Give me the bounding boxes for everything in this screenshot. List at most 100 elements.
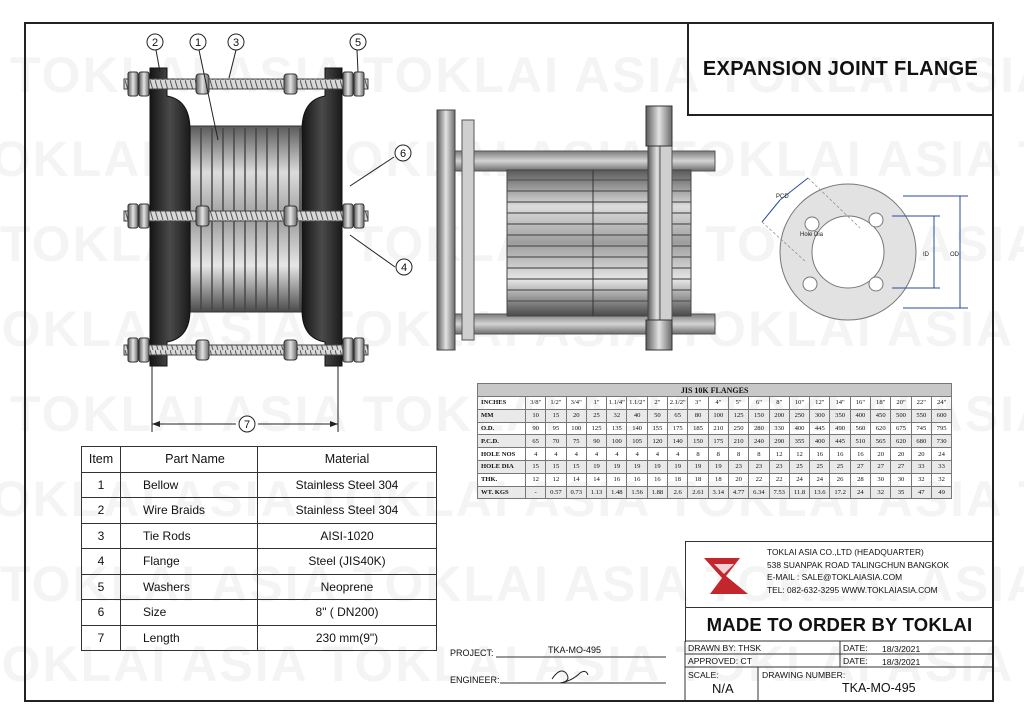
part-cell: Washers xyxy=(120,573,258,600)
jis-cell: 620 xyxy=(890,434,912,449)
jis-cell: 125 xyxy=(727,408,750,423)
company-name: TOKLAI ASIA CO.,LTD (HEADQUARTER) xyxy=(767,547,924,557)
jis-cell: 16 xyxy=(606,472,628,487)
jis-cell: 0.73 xyxy=(565,485,587,500)
jis-cell: 620 xyxy=(870,421,892,436)
jis-cell: 14 xyxy=(585,472,608,487)
jis-cell: 75 xyxy=(565,434,587,449)
material-cell: AISI-1020 xyxy=(257,522,437,549)
jis-cell: 18 xyxy=(707,472,729,487)
company-address: 538 SUANPAK ROAD TALINGCHUN BANGKOK xyxy=(767,559,949,570)
jis-cell: 100 xyxy=(707,408,729,423)
jis-cell: 675 xyxy=(890,421,912,436)
hole-dia-label: Hole Dia xyxy=(800,232,824,238)
side-view xyxy=(436,105,716,351)
approved-by: APPROVED: CT xyxy=(688,656,752,666)
jis-cell: 795 xyxy=(930,421,953,436)
jis-cell: 400 xyxy=(788,421,811,436)
drawing-number-label: DRAWING NUMBER: xyxy=(762,670,846,680)
watermark-row: TOKLAI ASIA TOKLAI ASIA TOKLAI ASIA TOKL… xyxy=(10,46,1024,104)
jis-cell: 12" xyxy=(809,396,831,410)
jis-cell: 16 xyxy=(626,472,648,487)
jis-cell: 80 xyxy=(687,408,709,423)
jis-cell: 23 xyxy=(748,459,770,474)
jis-cell: 30 xyxy=(870,472,892,487)
jis-cell: 24 xyxy=(788,472,811,487)
jis-cell: 6.34 xyxy=(748,485,770,500)
jis-cell: 16 xyxy=(809,447,831,461)
jis-cell: 25 xyxy=(809,459,831,474)
callout-5: 5 xyxy=(355,37,361,49)
jis-cell: 1.56 xyxy=(626,485,648,500)
material-cell: Neoprene xyxy=(257,573,437,600)
company-email: E-MAIL : SALE@TOKLAIASIA.COM xyxy=(767,572,903,583)
jis-row-label: MM xyxy=(477,408,526,423)
jis-cell: 200 xyxy=(768,408,790,423)
part-cell: Bellow xyxy=(120,471,258,498)
jis-cell: 1/2" xyxy=(545,396,567,410)
jis-cell: 16 xyxy=(646,472,669,487)
jis-cell: 17.2 xyxy=(829,485,851,500)
jis-cell: 10" xyxy=(788,396,811,410)
jis-row-label: HOLE DIA xyxy=(477,459,526,474)
made-to-order-banner: MADE TO ORDER BY TOKLAI xyxy=(685,607,993,642)
jis-cell: 155 xyxy=(646,421,669,436)
jis-cell: 19 xyxy=(667,459,689,474)
jis-cell: 8" xyxy=(768,396,790,410)
jis-cell: 15 xyxy=(524,459,547,474)
jis-cell: 27 xyxy=(890,459,912,474)
jis-cell: 100 xyxy=(606,434,628,449)
item-cell: 1 xyxy=(81,471,121,498)
jis-cell: 150 xyxy=(687,434,709,449)
jis-cell: 2" xyxy=(646,396,669,410)
jis-cell: 1.1/4" xyxy=(606,396,628,410)
pcd-label: PCD xyxy=(776,194,789,200)
jis-cell: 2.61 xyxy=(687,485,709,500)
item-cell: 2 xyxy=(81,497,121,524)
jis-cell: 12 xyxy=(545,472,567,487)
part-cell: Flange xyxy=(120,548,258,575)
jis-cell: 4 xyxy=(606,447,628,461)
jis-cell: 1.88 xyxy=(646,485,669,500)
item-cell: 5 xyxy=(81,573,121,600)
jis-cell: 4" xyxy=(707,396,729,410)
jis-cell: 47 xyxy=(910,485,932,500)
jis-cell: 30 xyxy=(890,472,912,487)
jis-cell: 49 xyxy=(930,485,953,500)
jis-cell: 20" xyxy=(890,396,912,410)
jis-cell: 8 xyxy=(687,447,709,461)
jis-cell: 35 xyxy=(890,485,912,500)
flange-plate-view: PCD Hole Dia ID OD xyxy=(761,177,968,321)
jis-cell: 18 xyxy=(687,472,709,487)
jis-cell: 8 xyxy=(748,447,770,461)
jis-cell: 32 xyxy=(930,472,953,487)
jis-cell: 16 xyxy=(849,447,872,461)
jis-cell: 32 xyxy=(870,485,892,500)
jis-cell: 3/8" xyxy=(524,396,547,410)
jis-cell: 32 xyxy=(606,408,628,423)
jis-cell: 12 xyxy=(524,472,547,487)
od-label: OD xyxy=(950,252,960,258)
part-cell: Wire Braids xyxy=(120,497,258,524)
jis-cell: 510 xyxy=(849,434,872,449)
date-approved: 18/3/2021 xyxy=(882,657,921,667)
jis-cell: 33 xyxy=(910,459,932,474)
jis-cell: 14" xyxy=(829,396,851,410)
jis-cell: 550 xyxy=(910,408,932,423)
jis-cell: 28 xyxy=(849,472,872,487)
jis-row-label: HOLE NOS xyxy=(477,447,526,461)
jis-cell: 25 xyxy=(829,459,851,474)
jis-cell: 26 xyxy=(829,472,851,487)
parts-header-item: Item xyxy=(81,446,121,473)
part-cell: Size xyxy=(120,599,258,626)
jis-cell: 6" xyxy=(748,396,770,410)
company-block: TOKLAI ASIA CO.,LTD (HEADQUARTER) 538 SU… xyxy=(685,541,993,608)
part-cell: Length xyxy=(120,624,258,651)
jis-cell: - xyxy=(524,485,547,500)
